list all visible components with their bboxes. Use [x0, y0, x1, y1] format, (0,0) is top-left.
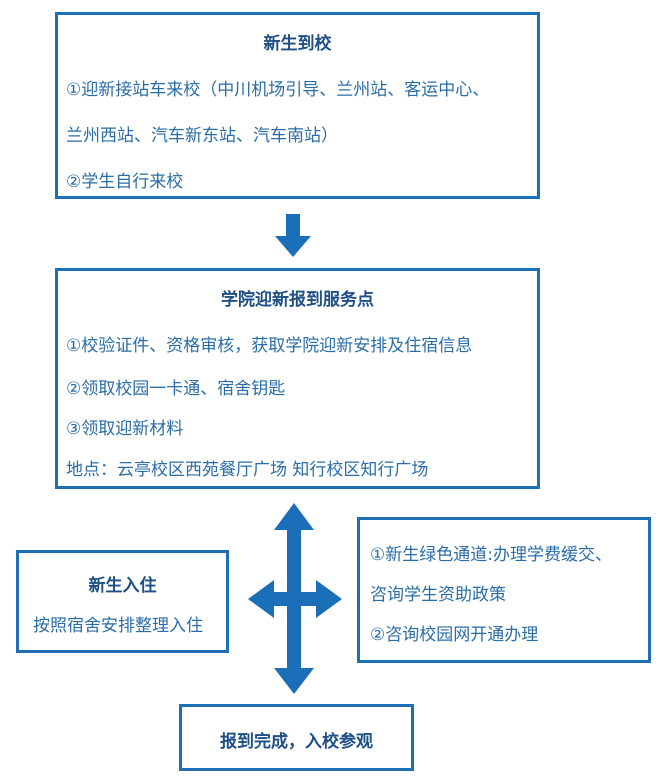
- down-arrow: [275, 214, 311, 257]
- checkin-box: 新生入住 按照宿舍安排整理入住: [16, 550, 229, 653]
- green-line-2: 咨询学生资助政策: [370, 585, 506, 605]
- service-box: 学院迎新报到服务点 ①校验证件、资格审核，获取学院迎新安排及住宿信息 ②领取校园…: [55, 268, 540, 489]
- checkin-title: 新生入住: [88, 576, 157, 596]
- green-line-3: ②咨询校园网开通办理: [370, 625, 539, 645]
- arrival-box: 新生到校 ①迎新接站车来校（中川机场引导、兰州站、客运中心、 兰州西站、汽车新东…: [55, 12, 540, 199]
- service-location: 地点：云亭校区西苑餐厅广场 知行校区知行广场: [66, 460, 429, 480]
- arrival-line-3: ②学生自行来校: [66, 172, 184, 192]
- finish-box: 报到完成，入校参观: [179, 704, 414, 771]
- green-line-1: ①新生绿色通道:办理学费缓交、: [370, 545, 612, 565]
- service-line-1: ①校验证件、资格审核，获取学院迎新安排及住宿信息: [66, 336, 473, 356]
- checkin-line-1: 按照宿舍安排整理入住: [33, 616, 203, 636]
- arrival-line-1: ①迎新接站车来校（中川机场引导、兰州站、客运中心、: [66, 80, 490, 100]
- service-title: 学院迎新报到服务点: [221, 290, 374, 310]
- arrival-title: 新生到校: [263, 34, 332, 54]
- green-channel-box: ①新生绿色通道:办理学费缓交、 咨询学生资助政策 ②咨询校园网开通办理: [357, 517, 651, 663]
- cross-arrow: [248, 503, 342, 694]
- service-line-2: ②领取校园一卡通、宿舍钥匙: [66, 379, 286, 399]
- arrival-line-2: 兰州西站、汽车新东站、汽车南站）: [66, 126, 338, 146]
- service-line-3: ③领取迎新材料: [66, 419, 184, 439]
- finish-title: 报到完成，入校参观: [220, 732, 373, 752]
